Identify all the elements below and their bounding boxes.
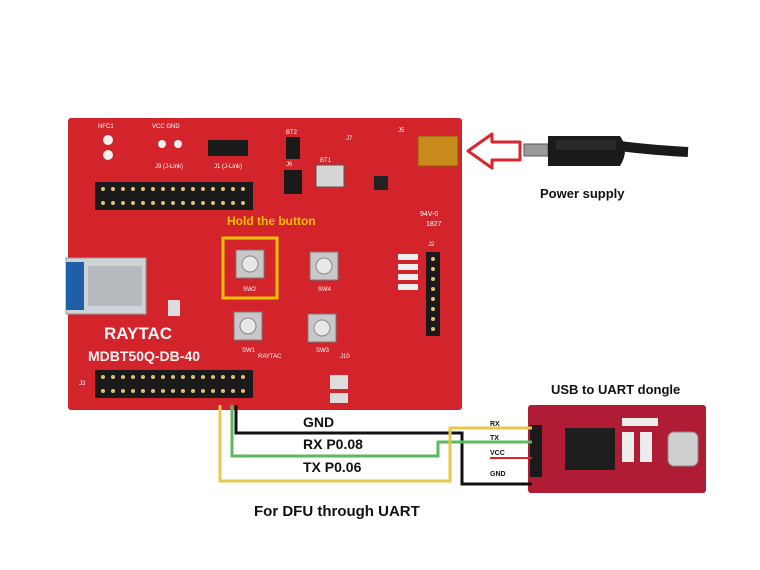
power-arrow — [466, 132, 522, 170]
caption: For DFU through UART — [254, 503, 420, 520]
component-small-1 — [330, 375, 348, 389]
pin-label-tx: TX — [490, 435, 499, 442]
wire-tx — [218, 405, 532, 483]
component-small-2 — [330, 393, 348, 403]
label-sw1: SW1 — [242, 348, 256, 354]
label-raytac-small: RAYTAC — [258, 354, 282, 360]
wire-rx — [230, 405, 532, 458]
ble-module-shield — [88, 266, 142, 306]
led-1 — [103, 135, 113, 145]
pin-label-gnd: GND — [490, 471, 506, 478]
label-sw2: SW2 — [243, 287, 257, 293]
label-sw3: SW3 — [316, 348, 330, 354]
button-sw2[interactable] — [235, 249, 265, 279]
label-j7: J7 — [346, 136, 353, 142]
label-j3: J3 — [79, 381, 86, 387]
label-sw4: SW4 — [318, 287, 332, 293]
hold-button-label: Hold the button — [227, 214, 316, 228]
board-brand: RAYTAC — [104, 324, 172, 343]
hold-button-highlight — [221, 236, 279, 300]
wire-label-tx: TX P0.06 — [303, 459, 362, 475]
ftdi-chip — [565, 428, 615, 470]
dongle-title: USB to UART dongle — [551, 382, 680, 397]
header-j2 — [426, 252, 440, 336]
led-3 — [158, 140, 166, 148]
power-cable — [523, 136, 689, 166]
board-model: MDBT50Q-DB-40 — [88, 348, 200, 364]
usb-port-j5[interactable] — [417, 135, 459, 167]
label-bt1: BT1 — [320, 158, 332, 164]
ble-module-antenna — [66, 262, 84, 310]
label-bt2: BT2 — [286, 130, 298, 136]
label-j2: J2 — [428, 242, 435, 248]
button-sw3[interactable] — [307, 313, 337, 343]
wire-gnd — [234, 405, 532, 486]
dev-board: RAYTAC MDBT50Q-DB-40 NFC1 VCC GND J9 (J-… — [65, 118, 462, 410]
usb-uart-dongle — [528, 405, 706, 493]
component-j6 — [284, 170, 302, 194]
led-2 — [103, 150, 113, 160]
label-jlink: J1 (J-Link) — [214, 164, 242, 170]
component-bt1 — [315, 164, 345, 188]
label-date: 1827 — [426, 221, 442, 228]
led-column — [398, 254, 418, 290]
power-supply-label: Power supply — [540, 186, 625, 201]
button-sw4[interactable] — [309, 251, 339, 281]
header-j1 — [95, 182, 253, 210]
jlink-header — [208, 140, 248, 156]
led-4 — [174, 140, 182, 148]
wire-label-gnd: GND — [303, 414, 334, 430]
label-j10: J10 — [340, 354, 350, 360]
component-bt2 — [286, 137, 300, 159]
label-nfc: NFC1 — [98, 124, 114, 130]
label-j6: J6 — [286, 162, 293, 168]
label-j9: J9 (J-Link) — [155, 164, 183, 170]
component-ic — [374, 176, 388, 190]
header-j3 — [95, 370, 253, 398]
label-code: 94V-0 — [420, 211, 438, 218]
pin-label-vcc: VCC — [490, 450, 505, 457]
component-chip — [168, 300, 180, 316]
wire-label-rx: RX P0.08 — [303, 436, 363, 452]
label-vcc-gnd: VCC GND — [152, 124, 180, 130]
usb-c-port[interactable] — [667, 431, 699, 467]
button-sw1[interactable] — [233, 311, 263, 341]
pin-label-rx: RX — [490, 421, 500, 428]
label-j5: J5 — [398, 128, 405, 134]
